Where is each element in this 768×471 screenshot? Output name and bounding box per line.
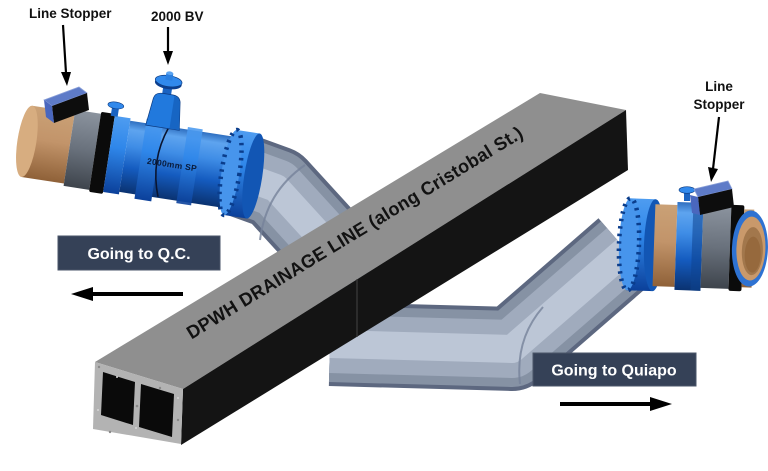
- pipe-flange-ridge-1: [134, 118, 164, 202]
- valve-label: 2000 BV: [151, 9, 204, 24]
- sleeve-collar-left: [63, 109, 101, 190]
- tan-collar-right: [652, 204, 678, 287]
- arrowhead-icon: [708, 167, 718, 182]
- arrowhead-left-icon: [71, 287, 93, 301]
- direction-label-quiapo: Going to Quiapo: [532, 352, 697, 411]
- sleeve-pipe-right-segment: [328, 218, 654, 391]
- line-stopper-left-label: Line Stopper: [29, 6, 112, 21]
- line-stopper-right-arrow: [711, 116, 721, 170]
- pipe-flange-ridge-2: [176, 127, 203, 206]
- air-valve-knob-right: [678, 186, 696, 201]
- concrete-speckles: [97, 365, 180, 434]
- butterfly-valve-2000bv: [145, 71, 183, 131]
- open-pipe-mouth: [731, 210, 768, 287]
- flange-bolts-left: [217, 127, 244, 218]
- arrowhead-right-icon: [650, 397, 672, 411]
- annotation-line-stopper-left: Line Stopper: [29, 6, 112, 86]
- line-stopper-right-label-2: Stopper: [693, 97, 745, 112]
- right-pipe-assembly: [616, 196, 768, 293]
- elbow-seam-right: [518, 306, 544, 385]
- bolted-flange-left: [217, 127, 265, 219]
- culvert-top-face: [95, 93, 626, 389]
- arrowhead-icon: [163, 51, 173, 65]
- elbow-seam-left: [259, 164, 306, 241]
- line-stopper-right-label-1: Line: [705, 79, 733, 94]
- line-stopper-left-arrow: [61, 24, 68, 74]
- annotation-line-stopper-right: Line Stopper: [693, 79, 745, 182]
- existing-pipe-left-endcap: [16, 105, 38, 177]
- weld-seam: [155, 127, 170, 197]
- going-to-quiapo-label: Going to Quiapo: [551, 363, 677, 380]
- culvert-cell-1: [101, 372, 135, 425]
- culvert-cell-2: [139, 384, 174, 437]
- line-stopper-left-block: [43, 86, 89, 123]
- direction-label-qc: Going to Q.C.: [57, 235, 221, 301]
- sleeve-collar-right: [700, 205, 732, 289]
- arrowhead-icon: [61, 72, 71, 86]
- culvert-front-face: [181, 110, 628, 445]
- line-stopper-right-block: [690, 180, 734, 215]
- going-to-qc-label: Going to Q.C.: [87, 246, 190, 263]
- blue-ring-left: [103, 115, 131, 195]
- annotation-2000bv: 2000 BV: [151, 9, 204, 65]
- gasket-ring-left: [89, 112, 115, 194]
- air-valve-knob-left: [107, 101, 125, 117]
- left-pipe-assembly: 2000mm SP: [16, 71, 265, 219]
